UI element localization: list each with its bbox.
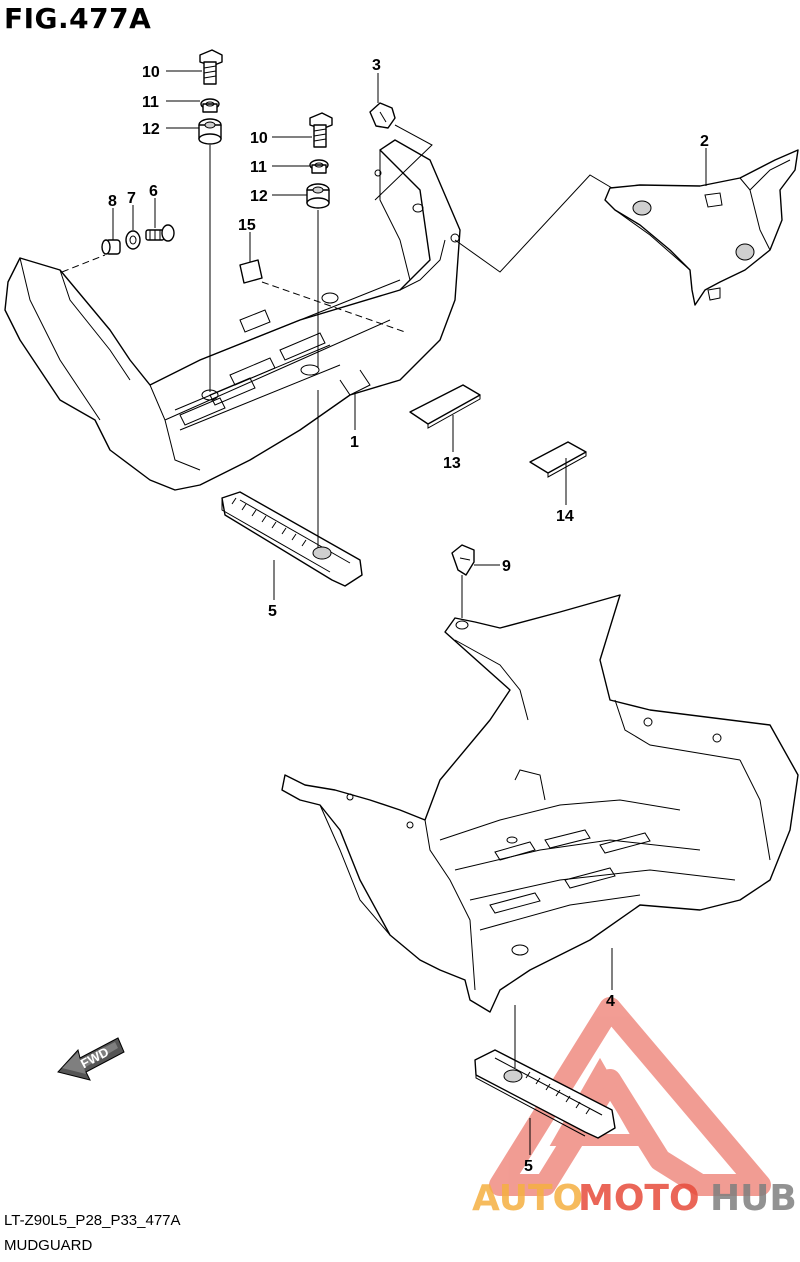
grommet-part-12-right: [306, 183, 330, 209]
callout-6: 6: [149, 183, 158, 200]
side-panel-part-2: [604, 149, 799, 306]
pad-part-13: [409, 384, 481, 429]
callout-12-right: 12: [250, 188, 268, 205]
clip-part-9: [451, 544, 475, 576]
washer-part-7: [125, 230, 141, 250]
callout-2: 2: [700, 133, 709, 150]
footrest-part-5-upper: [221, 491, 363, 587]
callout-7: 7: [127, 190, 136, 207]
front-mudguard-part-1: [4, 139, 461, 491]
callout-11-left: 11: [142, 94, 159, 111]
callout-3: 3: [372, 57, 381, 74]
washer-part-11-right: [309, 159, 329, 174]
callout-11-right: 11: [250, 159, 267, 176]
callout-5-lower: 5: [524, 1158, 533, 1175]
callout-15: 15: [238, 217, 256, 234]
figure-name: MUDGUARD: [4, 1237, 93, 1254]
callout-13: 13: [443, 455, 461, 472]
clip-part-3: [369, 102, 396, 129]
bolt-part-10-left: [199, 49, 223, 85]
callout-9: 9: [502, 558, 511, 575]
callout-numbers: 1 2 3 4 5 5 6 7 8 9 10 10 11 11 12 12 13…: [108, 57, 709, 1175]
callout-8: 8: [108, 193, 117, 210]
callout-5-upper: 5: [268, 603, 277, 620]
watermark-auto: AUTO: [472, 1178, 583, 1219]
rear-mudguard-part-4: [281, 594, 799, 1013]
screw-part-6: [145, 224, 175, 242]
callout-4: 4: [606, 993, 615, 1010]
footrest-part-5-lower: [474, 1049, 616, 1139]
pad-part-15: [239, 259, 263, 284]
callout-14: 14: [556, 508, 574, 525]
figure-code: LT-Z90L5_P28_P33_477A: [4, 1212, 181, 1229]
leader-lines: [61, 70, 707, 1155]
watermark-text: AUTO MOTO HUB: [472, 1178, 797, 1219]
callout-10-right: 10: [250, 130, 268, 147]
callout-10-left: 10: [142, 64, 160, 81]
callout-1: 1: [350, 434, 359, 451]
figure-title: FIG.477A: [4, 2, 152, 35]
callout-12-left: 12: [142, 121, 160, 138]
watermark-hub: HUB: [710, 1178, 797, 1219]
pad-part-14: [529, 441, 587, 478]
bolt-part-10-right: [309, 112, 333, 148]
grommet-part-12-left: [198, 118, 222, 145]
forward-direction-arrow: FWD: [57, 1037, 125, 1081]
washer-part-11-left: [200, 98, 220, 113]
collar-part-8: [101, 239, 121, 255]
watermark-moto: MOTO: [578, 1178, 700, 1219]
